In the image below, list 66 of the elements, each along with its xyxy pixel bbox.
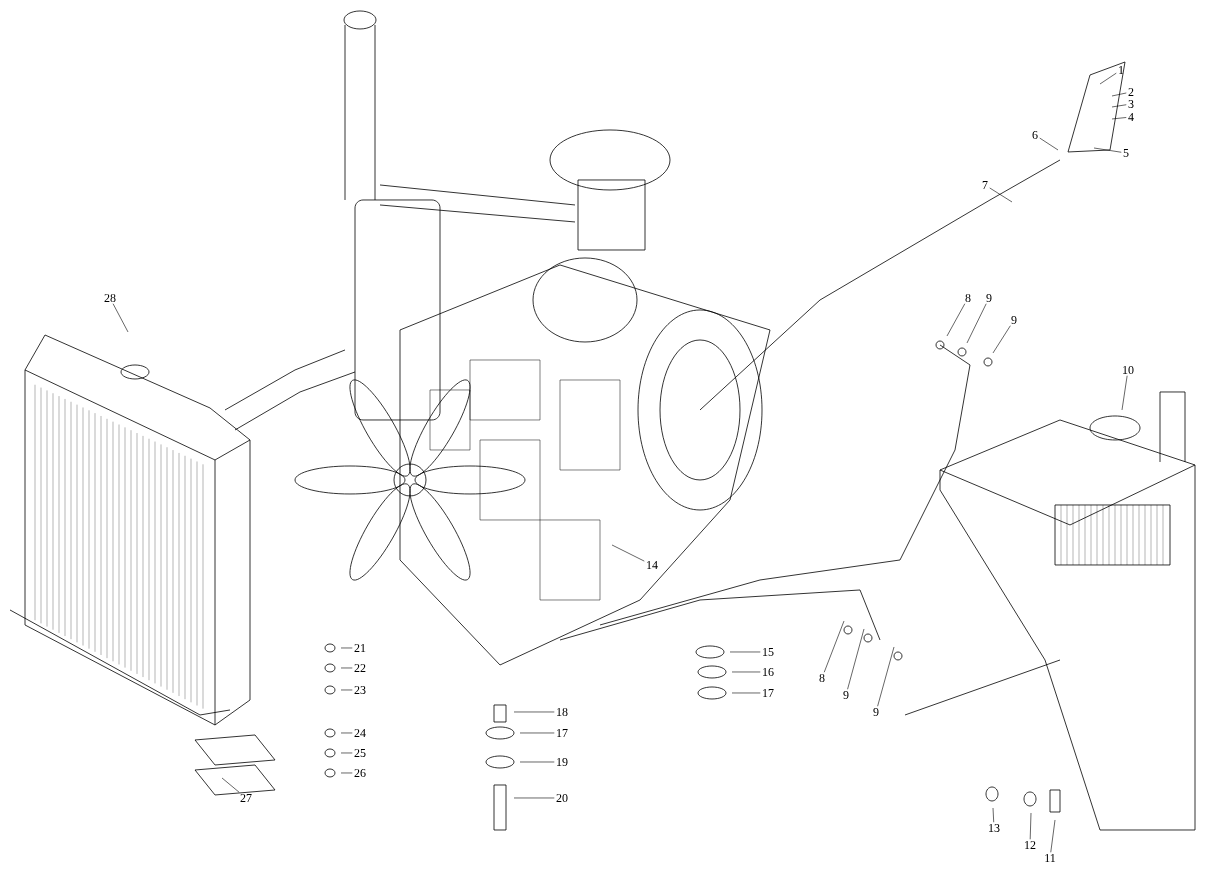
callout-number: 28 xyxy=(104,293,116,303)
callout-number: 20 xyxy=(556,793,568,803)
leader-line xyxy=(1099,72,1117,85)
leader-line xyxy=(989,187,1013,203)
callout-number: 9 xyxy=(986,293,992,302)
callout-number: 5 xyxy=(1123,149,1129,157)
leader-line xyxy=(1121,375,1128,411)
callout-number: 14 xyxy=(647,561,658,569)
leader-line xyxy=(1050,819,1056,853)
leader-line xyxy=(847,628,865,690)
leader-line xyxy=(340,752,353,754)
callout-number: 1 xyxy=(1119,66,1124,74)
callout-number: 23 xyxy=(354,685,366,694)
callout-number: 12 xyxy=(1025,841,1036,849)
callout-number: 17 xyxy=(763,689,774,697)
callout-number: 25 xyxy=(354,748,366,757)
callout-number: 9 xyxy=(1011,315,1017,324)
callout-number: 8 xyxy=(965,293,971,303)
leader-line xyxy=(519,761,555,763)
callout-number: 11 xyxy=(1045,854,1056,862)
callout-number: 6 xyxy=(1032,130,1038,139)
leader-line xyxy=(877,646,895,707)
leader-line xyxy=(946,303,966,337)
leader-line xyxy=(992,325,1011,354)
callout-number: 10 xyxy=(1123,365,1134,375)
callout-number: 9 xyxy=(873,707,879,716)
callout-number: 13 xyxy=(989,823,1000,832)
leader-line xyxy=(1093,147,1122,153)
callout-number: 4 xyxy=(1128,113,1134,121)
callout-number: 3 xyxy=(1128,99,1134,108)
callout-number: 26 xyxy=(354,768,366,777)
callout-number: 22 xyxy=(354,664,366,672)
leader-line xyxy=(1111,92,1127,97)
callout-number: 27 xyxy=(240,794,252,802)
callout-number: 16 xyxy=(763,667,774,676)
leader-line xyxy=(1029,812,1032,840)
leader-line xyxy=(340,732,353,734)
leader-line xyxy=(823,620,845,673)
leader-line xyxy=(729,651,761,653)
leader-line xyxy=(731,692,761,694)
leader-line xyxy=(513,711,555,713)
leader-line xyxy=(611,544,645,562)
leader-line xyxy=(221,777,240,793)
callout-number: 21 xyxy=(354,644,366,652)
leader-line xyxy=(340,689,353,691)
leader-line xyxy=(1111,104,1127,108)
leader-line xyxy=(519,732,555,734)
callout-number: 18 xyxy=(557,707,568,717)
leader-line xyxy=(340,667,353,669)
callout-number: 9 xyxy=(843,690,849,699)
callout-number: 19 xyxy=(557,757,568,766)
callout-number: 24 xyxy=(354,729,366,737)
leader-line xyxy=(992,807,994,823)
callout-number: 15 xyxy=(763,647,774,656)
leader-line xyxy=(112,303,129,333)
leader-line xyxy=(513,797,555,799)
leader-line xyxy=(966,303,987,344)
callout-number: 2 xyxy=(1128,88,1134,96)
leader-line xyxy=(340,647,353,649)
leader-line xyxy=(340,772,353,774)
leader-line xyxy=(1111,117,1127,120)
callout-number: 7 xyxy=(982,181,988,189)
callout-number: 17 xyxy=(557,729,568,737)
leader-line xyxy=(731,671,761,673)
leader-line xyxy=(1039,137,1059,151)
callout-number: 8 xyxy=(819,673,825,683)
